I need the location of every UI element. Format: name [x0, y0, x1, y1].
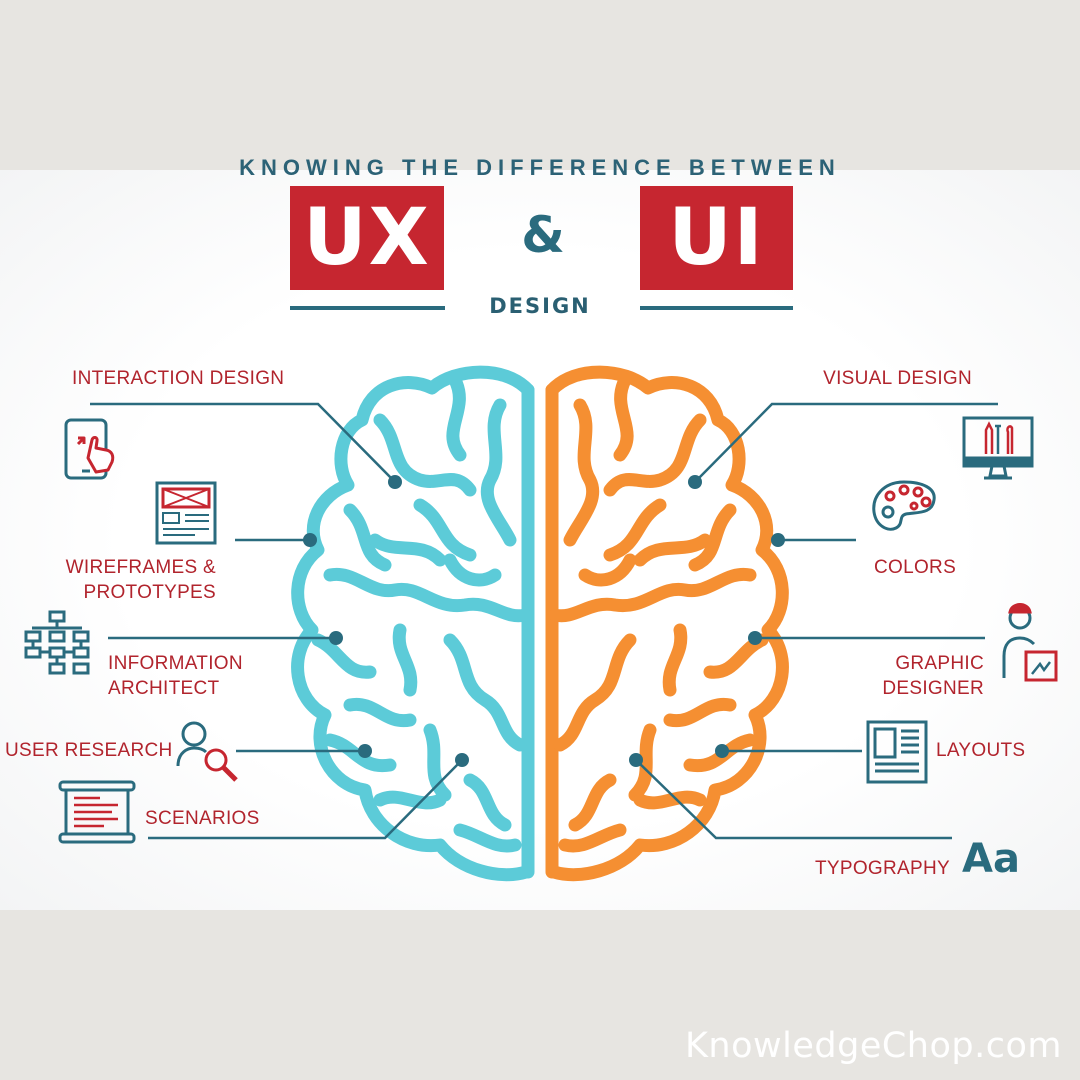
ui-title-box: UI	[640, 186, 793, 290]
subtitle-design: DESIGN	[489, 294, 591, 318]
layout-icon	[866, 720, 928, 784]
sitemap-icon	[24, 610, 90, 675]
palette-icon	[872, 480, 936, 531]
label-wireframes-prototypes: WIREFRAMES & PROTOTYPES	[40, 555, 216, 605]
label-scenarios: SCENARIOS	[145, 808, 260, 829]
label-user-research: USER RESEARCH	[5, 740, 173, 761]
label-information-line1: INFORMATION	[108, 653, 243, 674]
ui-connectors	[635, 402, 998, 840]
connector-scenarios	[148, 759, 463, 840]
label-information-architect: INFORMATION ARCHITECT	[108, 651, 243, 701]
tablet-touch-icon	[64, 418, 115, 480]
watermark: KnowledgeChop.com	[684, 1026, 1062, 1066]
label-information-line2: ARCHITECT	[108, 678, 220, 699]
label-visual-design: VISUAL DESIGN	[823, 368, 972, 389]
ui-connector-dots	[629, 475, 785, 767]
label-wireframes-line2: PROTOTYPES	[83, 582, 216, 603]
label-colors: COLORS	[874, 557, 957, 578]
label-layouts: LAYOUTS	[936, 740, 1026, 761]
wireframe-icon	[155, 481, 217, 545]
ux-title-box: UX	[290, 186, 444, 290]
connector-interaction	[90, 402, 396, 483]
ux-connectors	[90, 402, 463, 840]
cut-off-heading: KNOWING THE DIFFERENCE BETWEEN	[239, 155, 841, 180]
label-graphic-line2: DESIGNER	[882, 678, 984, 699]
designer-icon	[1002, 603, 1058, 682]
label-wireframes-line1: WIREFRAMES &	[65, 557, 216, 578]
connector-typography	[635, 759, 952, 840]
label-graphic-designer: GRAPHIC DESIGNER	[840, 651, 984, 701]
label-interaction-design: INTERACTION DESIGN	[72, 368, 285, 389]
right-brain-ui	[545, 365, 789, 882]
title-underline-left	[290, 306, 445, 310]
monitor-tools-icon	[962, 416, 1034, 480]
left-brain-ux	[291, 365, 535, 882]
infographic-background	[0, 170, 1080, 910]
label-graphic-line1: GRAPHIC	[895, 653, 984, 674]
title-underline-right	[640, 306, 793, 310]
label-typography: TYPOGRAPHY	[815, 858, 950, 879]
ampersand: &	[521, 206, 565, 264]
connector-visual	[694, 402, 998, 483]
user-search-icon	[176, 721, 238, 782]
ux-connector-dots	[303, 475, 469, 767]
scroll-document-icon	[58, 780, 136, 844]
typography-aa-icon: Aa	[962, 836, 1020, 882]
